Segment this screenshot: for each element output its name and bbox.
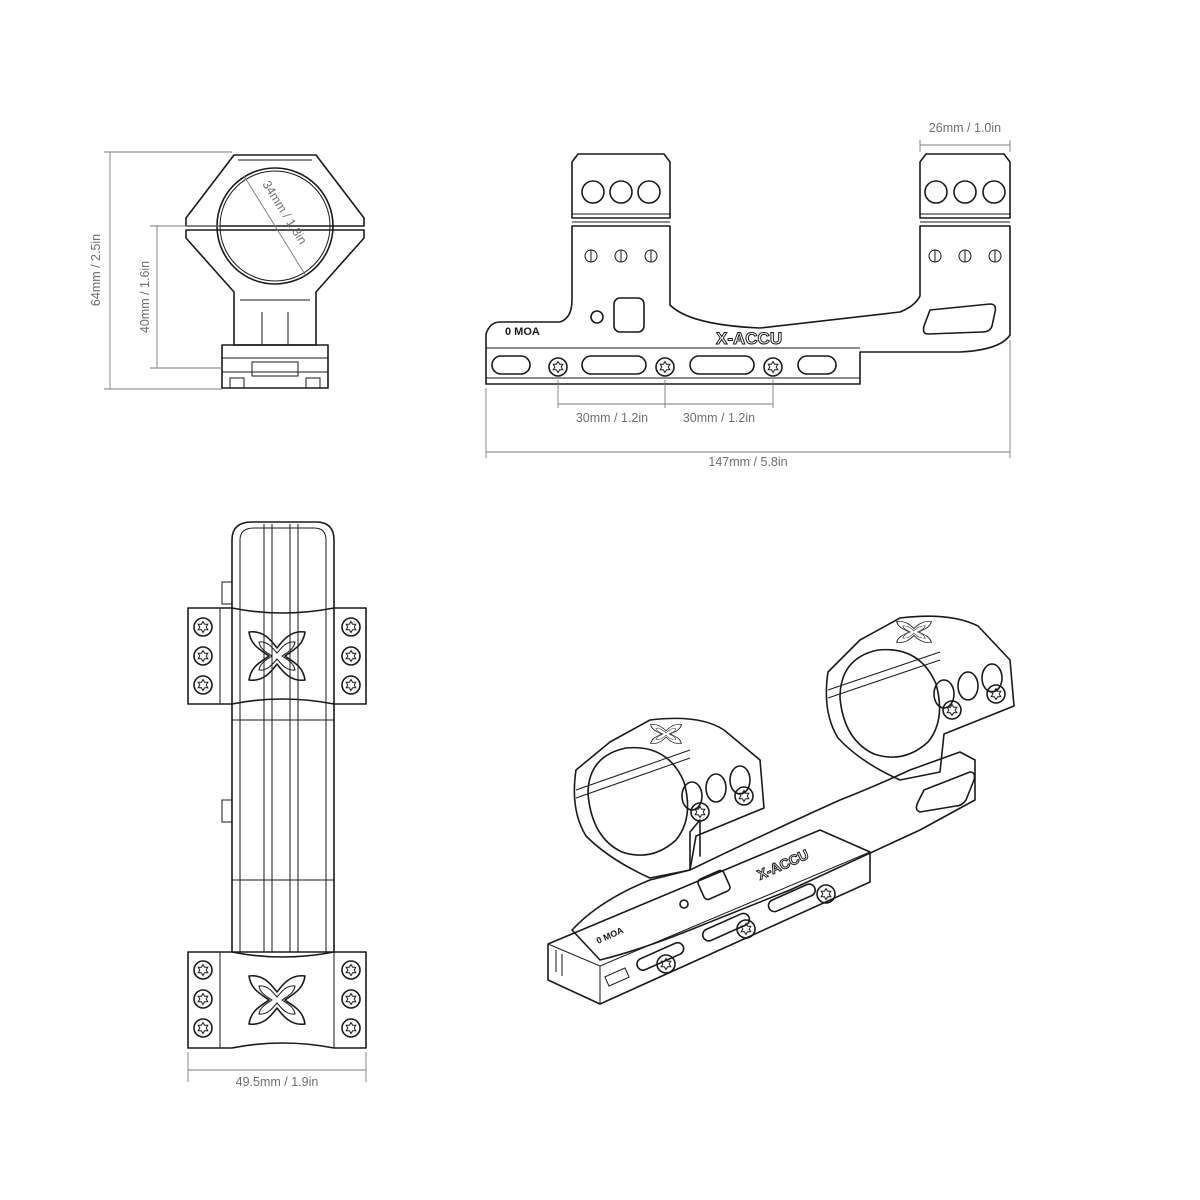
iso-brand-marking: X-ACCU [755,846,811,883]
isometric-view: 0 MOA X-ACCU [547,615,1015,1005]
brand-marking: X-ACCU [716,329,782,348]
center-height-label: 40mm / 1.6in [138,261,152,333]
cant-marking: 0 MOA [505,326,540,338]
base-width-label: 49.5mm / 1.9in [236,1075,319,1089]
iso-cant-marking: 0 MOA [595,925,626,946]
side-view-dimensions: 26mm / 1.0in 30mm / 1.2in 30mm / 1.2in 1… [485,121,1011,469]
clamp-spacing-right-label: 30mm / 1.2in [683,411,755,425]
side-view: 0 MOA X-ACCU [485,153,1011,385]
top-view [187,521,367,1049]
top-view-dimensions: 49.5mm / 1.9in [187,1052,367,1089]
total-height-label: 64mm / 2.5in [89,234,103,306]
total-length-label: 147mm / 5.8in [708,455,787,469]
front-view-dimensions: 64mm / 2.5in 40mm / 1.6in 34mm / 1.3in [89,151,310,390]
clamp-spacing-left-label: 30mm / 1.2in [576,411,648,425]
ring-width-label: 26mm / 1.0in [929,121,1001,135]
